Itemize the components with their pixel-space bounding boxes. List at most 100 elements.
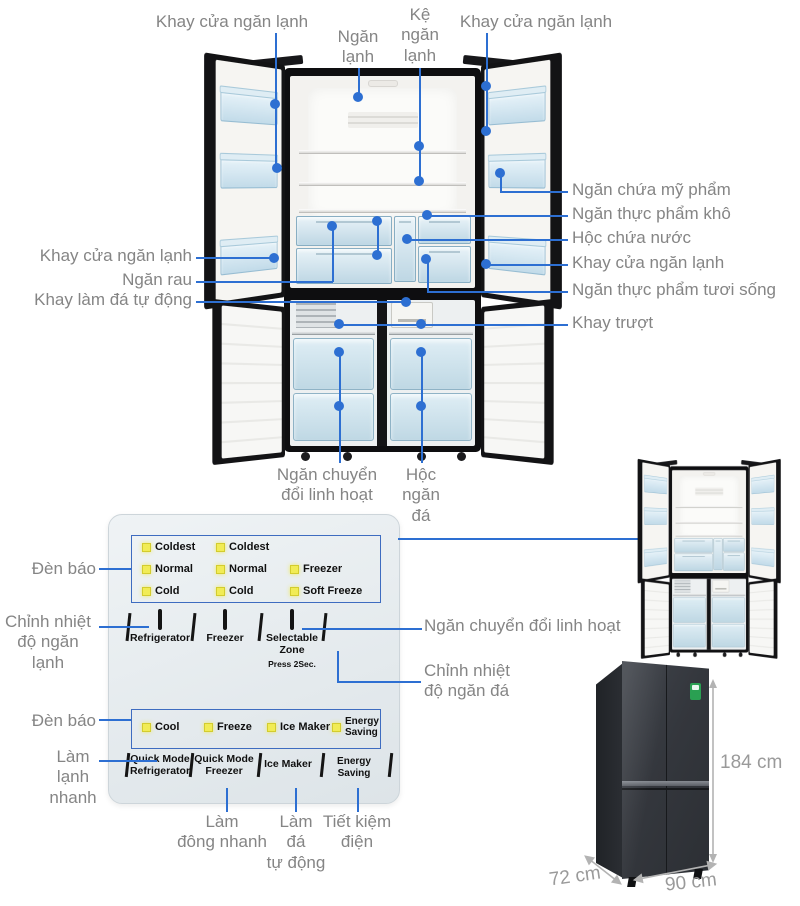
door-inner-face [642, 462, 669, 580]
led-freeze: Freeze [204, 721, 252, 734]
freezer-compartment [672, 578, 746, 650]
callout-line [500, 176, 502, 192]
callout-line [340, 324, 568, 326]
freezer-compartment [290, 300, 475, 446]
dry-food-drawer [723, 538, 745, 552]
door-gap-horizontal [622, 788, 709, 790]
callout-cool-zone: Ngăn lạnh [337, 27, 379, 67]
led-icon [290, 587, 299, 597]
callout-dot [272, 163, 282, 173]
air-vent [674, 580, 691, 593]
freezer-icon [223, 609, 227, 630]
callout-line [410, 239, 568, 241]
led-icon [216, 587, 225, 597]
door-gap-vertical [665, 661, 667, 879]
freezer-drawer [293, 393, 374, 441]
callout-line [196, 257, 274, 259]
callout-dot [422, 210, 432, 220]
glass-shelf [675, 534, 743, 537]
callout-indicator-top: Đèn báo [31, 559, 96, 578]
height-dimension-arrow [709, 679, 717, 863]
callout-line [99, 626, 149, 628]
callout-line [427, 291, 568, 293]
caster-wheel [343, 452, 352, 461]
led-normal-fridge: Normal [142, 563, 193, 576]
door-bin [644, 549, 667, 567]
callout-dot [334, 319, 344, 329]
quick-mode-refrigerator-button: Quick Mode Refrigerator [129, 753, 191, 778]
callout-dot [334, 401, 344, 411]
door-bin [751, 476, 775, 495]
led-normal-selectable: Normal [216, 563, 267, 576]
ice-maker-button: Ice Maker [264, 758, 312, 770]
callout-line [358, 68, 360, 96]
led-icon [267, 723, 276, 733]
led-icon [290, 565, 299, 575]
callout-line [337, 651, 339, 682]
door-inner-face [644, 581, 669, 656]
callout-dot [372, 250, 382, 260]
energy-label-sticker [690, 683, 701, 700]
height-dimension-label: 184 cm [720, 752, 783, 773]
led-coldest-selectable: Coldest [216, 541, 269, 554]
led-freezer-mode: Freezer [290, 563, 342, 576]
callout-dot [269, 253, 279, 263]
caster-wheel [676, 652, 680, 657]
door-inner-face [484, 305, 545, 459]
callout-cosmetic: Ngăn chứa mỹ phẩm [572, 180, 731, 199]
callout-fridge-temp: Chỉnh nhiệt độ ngăn lạnh [4, 612, 91, 672]
callout-fresh-food: Ngăn thực phẩm tươi sống [572, 280, 777, 299]
callout-line [99, 719, 131, 721]
freezer-drawer [390, 393, 472, 441]
middle-zone [674, 538, 745, 572]
energy-saving-button: Energy Saving [337, 756, 371, 779]
callout-dot [334, 347, 344, 357]
callout-dot [416, 347, 426, 357]
callout-dot [270, 99, 280, 109]
middle-zone [294, 215, 471, 285]
door-inner-face [215, 59, 282, 303]
callout-slide-tray: Khay trượt [572, 313, 654, 332]
callout-line [226, 788, 228, 812]
callout-auto-ice: Làm đá tự động [266, 812, 326, 872]
callout-line [500, 191, 568, 193]
ice-maker-unit [391, 302, 433, 328]
led-icon [142, 565, 151, 575]
callout-line [196, 301, 405, 303]
width-dimension-arrow [632, 860, 718, 884]
energy-label-detail [692, 685, 699, 690]
caster-wheel [722, 652, 727, 657]
callout-line [377, 222, 379, 256]
callout-dot [495, 168, 505, 178]
indicator-box-bottom: Cool Freeze Ice Maker Energy Saving [131, 709, 381, 749]
callout-auto-ice-tray: Khay làm đá tự động [34, 290, 192, 309]
door-bin [751, 549, 775, 567]
led-icon [216, 565, 225, 575]
fridge-side-face [596, 663, 623, 878]
door-bin [644, 476, 667, 495]
callout-dot [401, 297, 411, 307]
callout-door-tray-top-right: Khay cửa ngăn lạnh [459, 12, 613, 31]
led-cold-selectable: Cold [216, 585, 253, 598]
callout-selectable-zone: Ngăn chuyển đổi linh hoạt [424, 616, 621, 635]
led-cold-fridge: Cold [142, 585, 179, 598]
door-inner-face [749, 462, 777, 580]
sliding-tray [711, 593, 746, 596]
freezer-left-column [290, 300, 377, 446]
glass-shelf [299, 150, 466, 154]
freezer-door-right [748, 578, 778, 659]
callout-dot [421, 254, 431, 264]
freezer-drawer [673, 623, 706, 648]
callout-door-tray-top-left: Khay cửa ngăn lạnh [155, 12, 309, 31]
freezer-drawer [712, 623, 745, 648]
door-inner-face [749, 581, 774, 656]
open-fridge [185, 52, 575, 466]
led-energy-saving: Energy Saving [332, 716, 379, 738]
door-inner-face [221, 305, 282, 459]
led-cool: Cool [142, 721, 179, 734]
led-icon [332, 723, 341, 732]
fresh-food-drawer [418, 246, 471, 283]
fridge-front-face [622, 661, 709, 879]
wall-badge [695, 487, 724, 496]
callout-line [99, 568, 131, 570]
